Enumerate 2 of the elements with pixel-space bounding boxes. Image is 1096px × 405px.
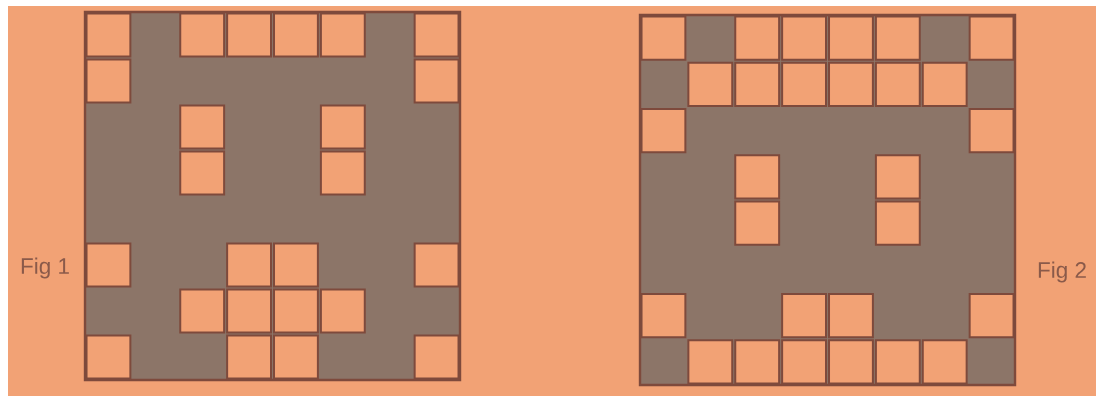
figure-label: Fig 1 (21, 257, 69, 279)
figure-label: Fig 2 (1038, 261, 1086, 283)
